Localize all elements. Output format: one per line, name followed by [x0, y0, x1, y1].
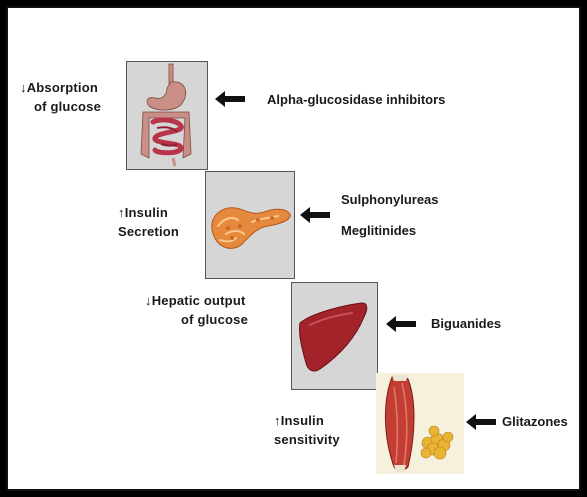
muscle-fat-box	[376, 373, 464, 474]
pointer-arrow-icon	[215, 91, 245, 107]
drug-meglitinides: Meglitinides	[341, 218, 416, 244]
stomach-intestine-box	[126, 61, 208, 170]
effect-label-secretion: ↑Insulin Secretion	[118, 203, 179, 241]
drug-glitazones: Glitazones	[502, 409, 568, 435]
pointer-arrow-icon	[300, 207, 330, 223]
muscle-fat-icon	[376, 373, 464, 474]
drug-sulphonylureas: Sulphonylureas	[341, 187, 439, 213]
drug-biguanides: Biguanides	[431, 311, 501, 337]
pointer-arrow-icon	[466, 414, 496, 430]
stomach-intestine-icon	[127, 62, 207, 169]
decrease-arrow-symbol: ↓	[145, 293, 152, 308]
increase-arrow-symbol: ↑	[274, 413, 281, 428]
pointer-arrow-icon	[386, 316, 416, 332]
liver-box	[291, 282, 378, 390]
drug-alpha-glucosidase-inhibitors: Alpha-glucosidase inhibitors	[267, 87, 445, 113]
effect-label-hepatic: ↓Hepatic output of glucose	[145, 291, 248, 329]
increase-arrow-symbol: ↑	[118, 205, 125, 220]
liver-icon	[292, 283, 377, 389]
pancreas-box	[205, 171, 295, 279]
effect-label-absorption: ↓Absorption of glucose	[20, 78, 101, 116]
diagram-canvas: ↓Absorption of glucose Alpha-glucosidase…	[6, 6, 581, 491]
effect-label-sensitivity: ↑Insulin sensitivity	[274, 411, 340, 449]
decrease-arrow-symbol: ↓	[20, 80, 27, 95]
pancreas-icon	[206, 172, 294, 278]
